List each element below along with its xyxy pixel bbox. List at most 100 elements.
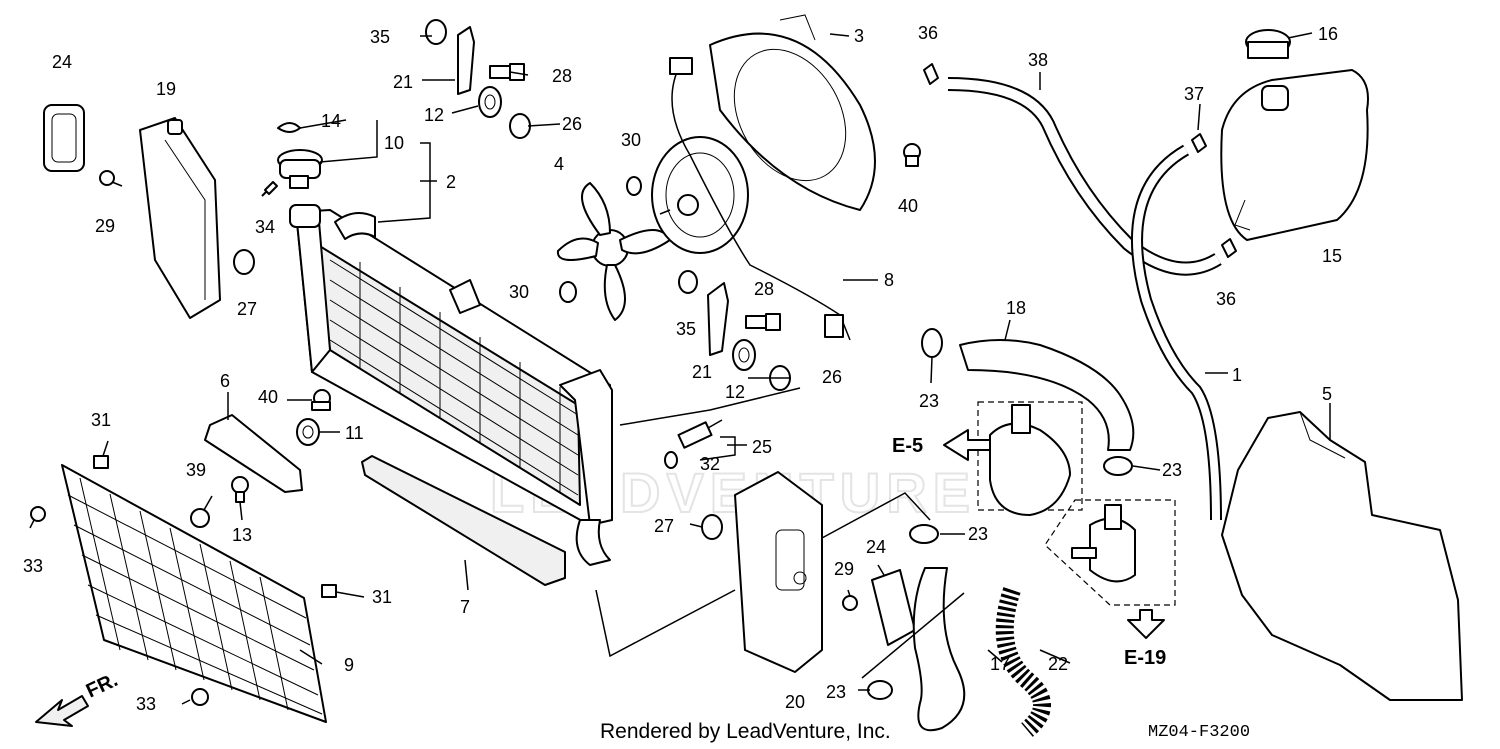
callout-34: 34 bbox=[255, 217, 275, 237]
nut-30-top bbox=[626, 176, 642, 196]
reference-e5: E-5 bbox=[892, 435, 923, 457]
shroud-left bbox=[139, 117, 221, 319]
hose-18 bbox=[959, 339, 1135, 451]
callout-11: 11 bbox=[345, 423, 364, 443]
bolt-29-left bbox=[99, 170, 123, 187]
callout-9: 9 bbox=[344, 655, 354, 675]
clip-31-bottom bbox=[321, 584, 337, 598]
callout-27-left: 27 bbox=[237, 299, 257, 319]
sponge-24-right bbox=[871, 569, 916, 646]
clip-31-top bbox=[93, 455, 109, 469]
callout-28-top: 28 bbox=[552, 66, 572, 86]
leader-lines bbox=[102, 32, 1331, 691]
arrow-e5 bbox=[943, 429, 991, 461]
radiator-cap bbox=[277, 149, 323, 189]
sponge-24-left bbox=[43, 104, 85, 172]
callout-35-top: 35 bbox=[370, 27, 390, 47]
callout-32: 32 bbox=[700, 454, 720, 474]
callout-23-c: 23 bbox=[968, 524, 988, 544]
grommet-27-left bbox=[233, 249, 255, 275]
front-arrow bbox=[35, 695, 89, 727]
bolt-39 bbox=[190, 495, 213, 528]
hose-17 bbox=[912, 567, 966, 732]
callout-29-right: 29 bbox=[834, 559, 854, 579]
radiator bbox=[289, 204, 613, 566]
bolt-40-left bbox=[311, 389, 331, 411]
callout-21-top: 21 bbox=[393, 72, 413, 92]
grille-9 bbox=[61, 464, 327, 723]
bolt-40-right bbox=[903, 143, 921, 167]
callout-26-top: 26 bbox=[562, 114, 582, 134]
callout-30-bottom: 30 bbox=[509, 282, 529, 302]
clip-36-bottom bbox=[1221, 238, 1237, 258]
callout-36-top: 36 bbox=[918, 23, 938, 43]
callout-24-left: 24 bbox=[52, 52, 72, 72]
clamp-23-d bbox=[867, 680, 893, 700]
callout-29-left: 29 bbox=[95, 216, 115, 236]
callout-7: 7 bbox=[460, 597, 470, 617]
baffle-7 bbox=[361, 455, 566, 586]
callout-31-bottom: 31 bbox=[372, 587, 392, 607]
callout-19: 19 bbox=[156, 79, 176, 99]
callout-25: 25 bbox=[752, 437, 772, 457]
callout-23-a: 23 bbox=[919, 391, 939, 411]
callout-14: 14 bbox=[321, 111, 341, 131]
callout-18: 18 bbox=[1006, 298, 1026, 318]
thermo-switch bbox=[677, 419, 723, 449]
collar-12-bottom bbox=[732, 339, 756, 371]
bolt-13 bbox=[231, 476, 249, 503]
fan-motor bbox=[651, 136, 749, 254]
nut-35-top bbox=[425, 19, 447, 45]
bolt-28-top bbox=[489, 63, 525, 81]
collar-12-top bbox=[478, 86, 502, 118]
callout-3: 3 bbox=[854, 26, 864, 46]
callout-12-bottom: 12 bbox=[725, 382, 745, 402]
callout-4: 4 bbox=[554, 154, 564, 174]
callout-2: 2 bbox=[446, 172, 456, 192]
wire-harness bbox=[671, 64, 851, 341]
fan-shroud bbox=[709, 14, 876, 211]
callout-10: 10 bbox=[384, 133, 404, 153]
clamp-23-a bbox=[921, 328, 943, 358]
callout-30-top: 30 bbox=[621, 130, 641, 150]
water-pump-box bbox=[977, 401, 1083, 511]
callout-23-d: 23 bbox=[826, 682, 846, 702]
callout-36-bottom: 36 bbox=[1216, 289, 1236, 309]
reserve-tank-cap bbox=[1245, 29, 1291, 59]
callout-6: 6 bbox=[220, 371, 230, 391]
callout-31-top: 31 bbox=[91, 410, 111, 430]
clip-37 bbox=[1191, 133, 1207, 153]
callout-35-bottom: 35 bbox=[676, 319, 696, 339]
callout-15: 15 bbox=[1322, 246, 1342, 266]
nut-30-bottom bbox=[559, 281, 577, 303]
clamp-23-b bbox=[1103, 456, 1133, 476]
stay-21-top bbox=[457, 26, 475, 95]
callout-1: 1 bbox=[1232, 365, 1242, 385]
footer-credit: Rendered by LeadVenture, Inc. bbox=[600, 720, 891, 743]
hose-22 bbox=[995, 587, 1051, 737]
grommet-27-right bbox=[701, 514, 723, 540]
screw-34 bbox=[261, 181, 278, 197]
callout-16: 16 bbox=[1318, 24, 1338, 44]
callout-38: 38 bbox=[1028, 50, 1048, 70]
callout-28-bottom: 28 bbox=[754, 279, 774, 299]
shroud-right bbox=[734, 471, 823, 673]
side-cover bbox=[1221, 411, 1463, 701]
collar-11 bbox=[296, 418, 320, 446]
clamp-23-c bbox=[909, 524, 939, 544]
callout-17: 17 bbox=[990, 654, 1010, 674]
washer-32 bbox=[664, 451, 678, 469]
callout-labels: 1 2 3 4 5 6 7 8 9 10 11 12 12 13 14 15 1… bbox=[23, 23, 1342, 714]
bolt-28-bottom bbox=[745, 313, 781, 331]
reserve-tank bbox=[1220, 69, 1369, 241]
diagram-code: MZ04-F3200 bbox=[1148, 723, 1250, 742]
callout-23-b: 23 bbox=[1162, 460, 1182, 480]
water-pump bbox=[989, 404, 1071, 516]
cap-clip bbox=[277, 122, 301, 133]
callout-13: 13 bbox=[232, 525, 252, 545]
nut-35-bottom bbox=[678, 270, 698, 294]
callout-33-left: 33 bbox=[23, 556, 43, 576]
callout-24-right: 24 bbox=[866, 537, 886, 557]
callout-22: 22 bbox=[1048, 654, 1068, 674]
